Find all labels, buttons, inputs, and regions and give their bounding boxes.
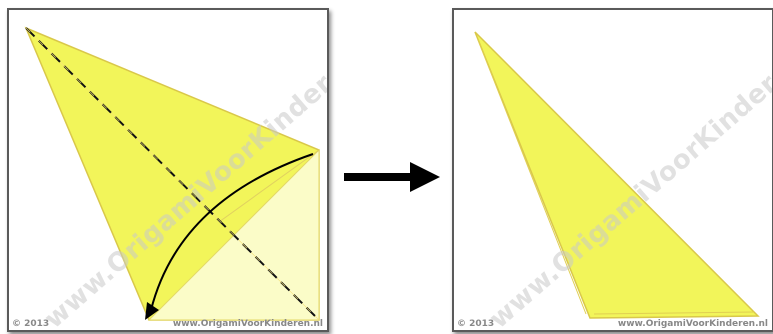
site-url-label: www.OrigamiVoorKinderen.nl bbox=[173, 319, 323, 329]
copyright-label: © 2013 bbox=[457, 319, 494, 329]
paper-folded-triangle bbox=[475, 32, 758, 318]
origami-diagram-before bbox=[9, 10, 327, 330]
copyright-label: © 2013 bbox=[12, 319, 49, 329]
origami-diagram-after bbox=[454, 10, 772, 330]
site-url-label: www.OrigamiVoorKinderen.nl bbox=[618, 319, 768, 329]
step-panel-after: www.OrigamiVoorKinderen.nl © 2013 www.Or… bbox=[452, 8, 773, 332]
step-panel-before: www.OrigamiVoorKinderen.nl © 2013 www.Or… bbox=[7, 8, 329, 332]
next-step-arrow-icon bbox=[344, 162, 440, 192]
